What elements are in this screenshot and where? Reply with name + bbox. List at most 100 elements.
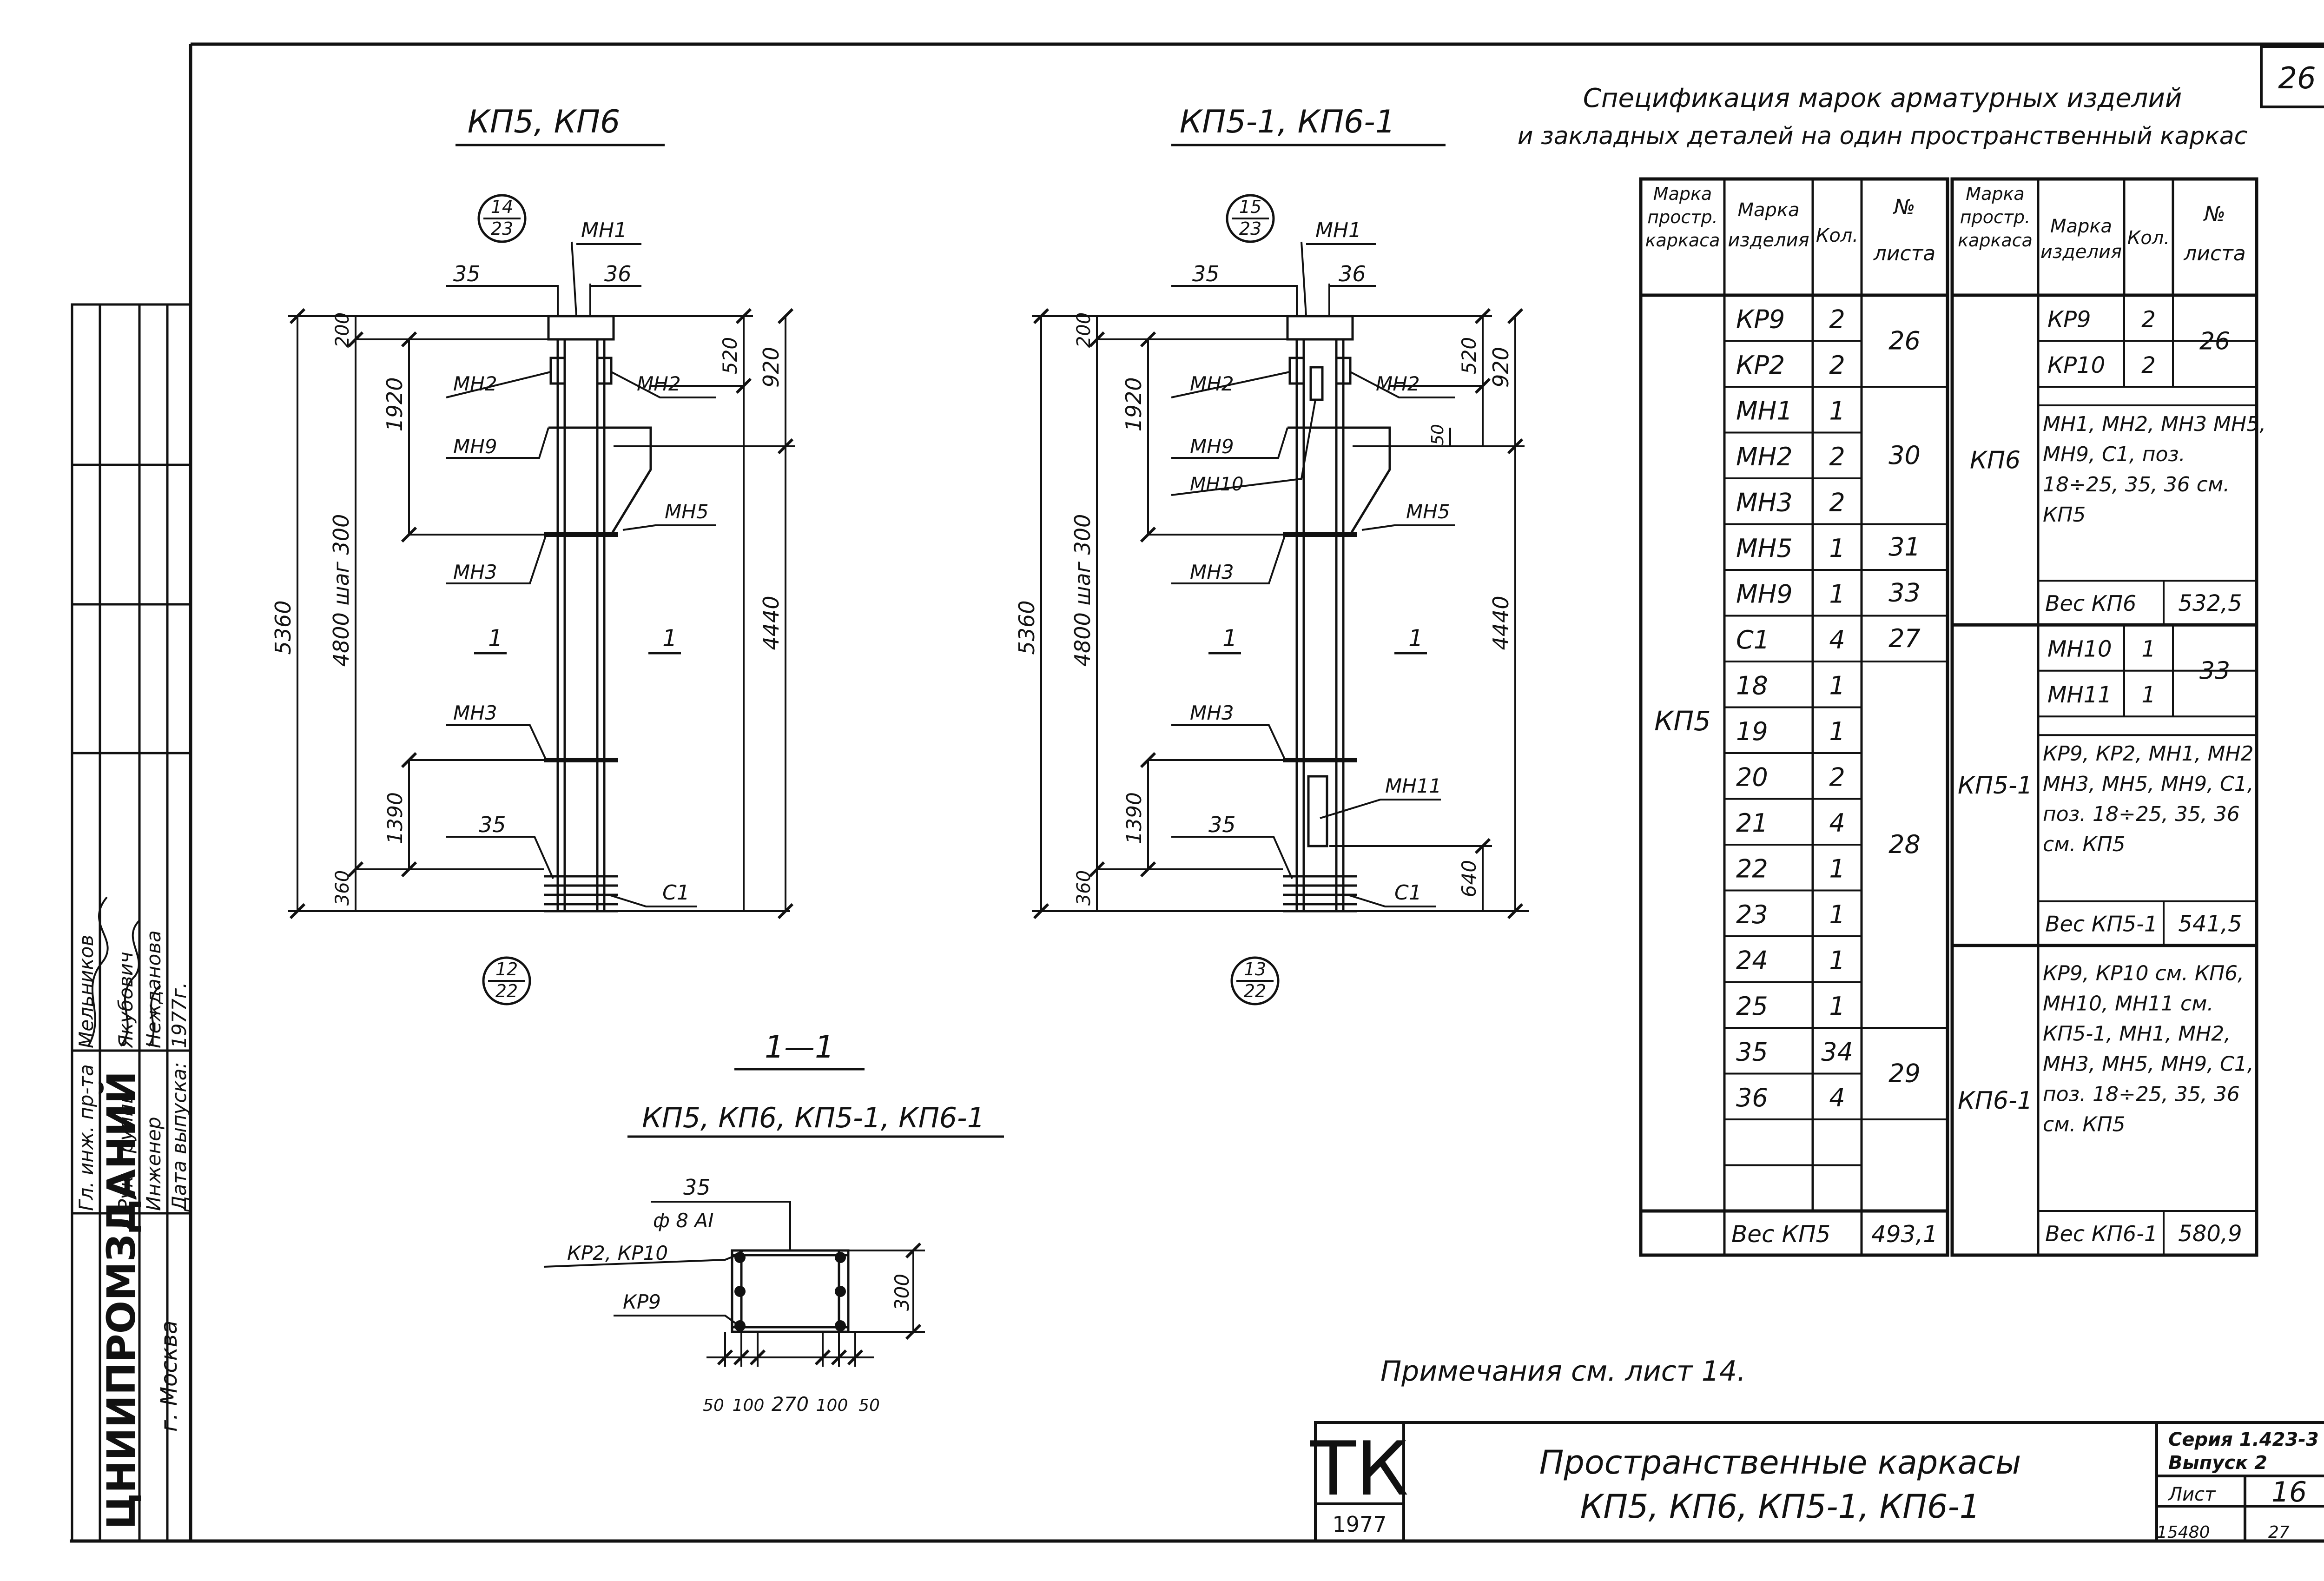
spec-left-sheet: 33 bbox=[1888, 578, 1921, 607]
spec-left-qty: 2 bbox=[1829, 488, 1845, 517]
left-label-mh2-right: МН2 bbox=[637, 372, 681, 395]
spec-right-note: МН1, МН2, МН3 МН5, bbox=[2043, 412, 2266, 436]
section-dim-100-right: 100 bbox=[816, 1396, 848, 1415]
section-label-kp2: КР2, КР10 bbox=[567, 1242, 668, 1264]
right-label-36: 36 bbox=[1339, 261, 1366, 286]
right-label-35-top: 35 bbox=[1192, 261, 1220, 286]
spec-left-item: 36 bbox=[1736, 1083, 1768, 1112]
section-label-kp9: КР9 bbox=[623, 1290, 661, 1313]
spec-left-item: 20 bbox=[1736, 763, 1768, 792]
spec-right-note: МН10, МН11 см. bbox=[2043, 992, 2213, 1016]
spec-right-qty: 1 bbox=[2141, 636, 2156, 662]
spec-left-header-frame: простр. bbox=[1647, 207, 1717, 227]
spec-left-weight: 493,1 bbox=[1871, 1221, 1938, 1248]
left-dim-1920: 1920 bbox=[382, 377, 407, 431]
right-dim-520: 520 bbox=[1458, 337, 1480, 374]
spec-left-qty: 34 bbox=[1821, 1038, 1853, 1067]
spec-left-frame: КП5 bbox=[1654, 705, 1711, 737]
left-label-mh2-left: МН2 bbox=[453, 372, 497, 395]
left-label-35-top: 35 bbox=[453, 261, 481, 286]
left-label-c1: С1 bbox=[662, 881, 690, 905]
spec-left-header-sheet: № bbox=[1893, 195, 1915, 219]
spec-left-item: 22 bbox=[1736, 854, 1768, 884]
right-label-mh9: МН9 bbox=[1190, 435, 1234, 458]
spec-left-item: МН2 bbox=[1736, 442, 1793, 471]
spec-right-weight-label: Вес КП5-1 bbox=[2045, 912, 2158, 937]
spec-left-qty: 4 bbox=[1829, 1083, 1845, 1112]
spec-left-header-item: Марка bbox=[1737, 199, 1799, 221]
spec-left-qty: 1 bbox=[1829, 717, 1845, 746]
stamp-role-4: Дата выпуска: bbox=[168, 1062, 191, 1212]
spec-left-qty: 2 bbox=[1829, 351, 1845, 380]
left-label-36: 36 bbox=[604, 261, 632, 286]
right-bottom-circle-num: 13 bbox=[1244, 959, 1266, 979]
spec-left-qty: 2 bbox=[1829, 442, 1845, 471]
spec-left-weight-label: Вес КП5 bbox=[1731, 1221, 1830, 1248]
spec-right-item: КР9 bbox=[2047, 307, 2091, 333]
spec-left-item: С1 bbox=[1736, 625, 1769, 655]
spec-left-header-frame: Марка bbox=[1653, 184, 1712, 204]
section-dim-270: 270 bbox=[772, 1393, 809, 1416]
spec-left-qty: 1 bbox=[1829, 671, 1845, 701]
left-dim-200: 200 bbox=[332, 312, 353, 348]
spec-left-header-item: изделия bbox=[1728, 230, 1809, 251]
spec-left-item: КР9 bbox=[1736, 305, 1785, 334]
title-line1: Пространственные каркасы bbox=[1539, 1443, 2021, 1482]
right-bottom-circle-den: 22 bbox=[1244, 981, 1266, 1001]
left-dim-360: 360 bbox=[332, 870, 353, 906]
right-section-mark-right: 1 bbox=[1408, 625, 1423, 652]
spec-left-sheet: 28 bbox=[1888, 830, 1921, 859]
spec-right-item: МН10 bbox=[2047, 636, 2112, 662]
spec-right-header-frame: Марка bbox=[1966, 184, 2024, 204]
spec-right-note: КР9, КР10 см. КП6, bbox=[2043, 962, 2244, 986]
left-label-mh3-top: МН3 bbox=[453, 561, 497, 583]
title-code2: 27 bbox=[2268, 1523, 2290, 1542]
spec-right-note: см. КП5 bbox=[2043, 833, 2126, 856]
right-dim-4800: 4800 шаг 300 bbox=[1070, 514, 1095, 667]
spec-left-item: МН5 bbox=[1736, 534, 1793, 563]
left-dim-920: 920 bbox=[759, 347, 784, 388]
spec-right-note: КР9, КР2, МН1, МН2 bbox=[2043, 742, 2254, 766]
right-label-mh2-right: МН2 bbox=[1376, 372, 1420, 395]
right-label-mh5: МН5 bbox=[1406, 500, 1450, 523]
left-stamp: Гл. инж. пр-та Мельников Рук. группы Яку… bbox=[71, 303, 192, 1542]
stamp-role-2: Рук. группы bbox=[114, 1088, 137, 1211]
spec-left-item: 21 bbox=[1736, 808, 1768, 838]
spec-right-note: 18÷25, 35, 36 см. bbox=[2043, 473, 2230, 496]
title-sheet-value: 16 bbox=[2271, 1476, 2307, 1508]
right-dim-360: 360 bbox=[1073, 870, 1095, 906]
right-label-mh10: МН10 bbox=[1190, 474, 1244, 495]
spec-right-header-item: Марка bbox=[2050, 216, 2112, 237]
right-dim-200: 200 bbox=[1073, 312, 1095, 348]
stamp-name-4: 1977г. bbox=[168, 982, 191, 1048]
spec-title-line1: Спецификация марок арматурных изделий bbox=[1583, 83, 2182, 113]
spec-left-item: 24 bbox=[1736, 946, 1768, 975]
spec-right-note: см. КП5 bbox=[2043, 1113, 2126, 1137]
right-label-mh2-left: МН2 bbox=[1190, 372, 1234, 395]
left-bottom-circle-den: 22 bbox=[495, 981, 518, 1001]
spec-right-note: МН3, МН5, МН9, С1, bbox=[2043, 1052, 2254, 1076]
signature-scribbles bbox=[87, 896, 161, 1047]
spec-left-header-sheet: листа bbox=[1873, 242, 1936, 265]
right-top-circle-num: 15 bbox=[1239, 197, 1261, 217]
spec-left-item: 25 bbox=[1736, 992, 1768, 1021]
spec-left-qty: 1 bbox=[1829, 854, 1845, 884]
title-year: 1977 bbox=[1332, 1512, 1386, 1537]
spec-left-qty: 1 bbox=[1829, 397, 1845, 426]
section-1-1: 1—1 КП5, КП6, КП5-1, КП6-1 bbox=[543, 1029, 1004, 1416]
left-label-mh5: МН5 bbox=[665, 500, 709, 523]
stamp-role-1: Гл. инж. пр-та bbox=[75, 1064, 98, 1211]
section-dim-50-left: 50 bbox=[703, 1396, 724, 1415]
spec-right-frame: КП6-1 bbox=[1958, 1087, 2033, 1115]
right-dim-1390: 1390 bbox=[1122, 792, 1146, 844]
section-dim-300: 300 bbox=[891, 1274, 913, 1311]
left-label-mh3-bottom: МН3 bbox=[453, 701, 497, 724]
right-dim-4440: 4440 bbox=[1488, 595, 1513, 650]
spec-left-item: 35 bbox=[1736, 1038, 1768, 1067]
left-title: КП5, КП6 bbox=[468, 104, 621, 140]
spec-right-item: КР10 bbox=[2047, 352, 2105, 378]
spec-left-item: 18 bbox=[1736, 671, 1768, 701]
right-dim-5360: 5360 bbox=[1014, 600, 1039, 655]
spec-table-right: Маркапростр.каркасаМаркаизделияКол.№лист… bbox=[1950, 177, 2266, 1257]
